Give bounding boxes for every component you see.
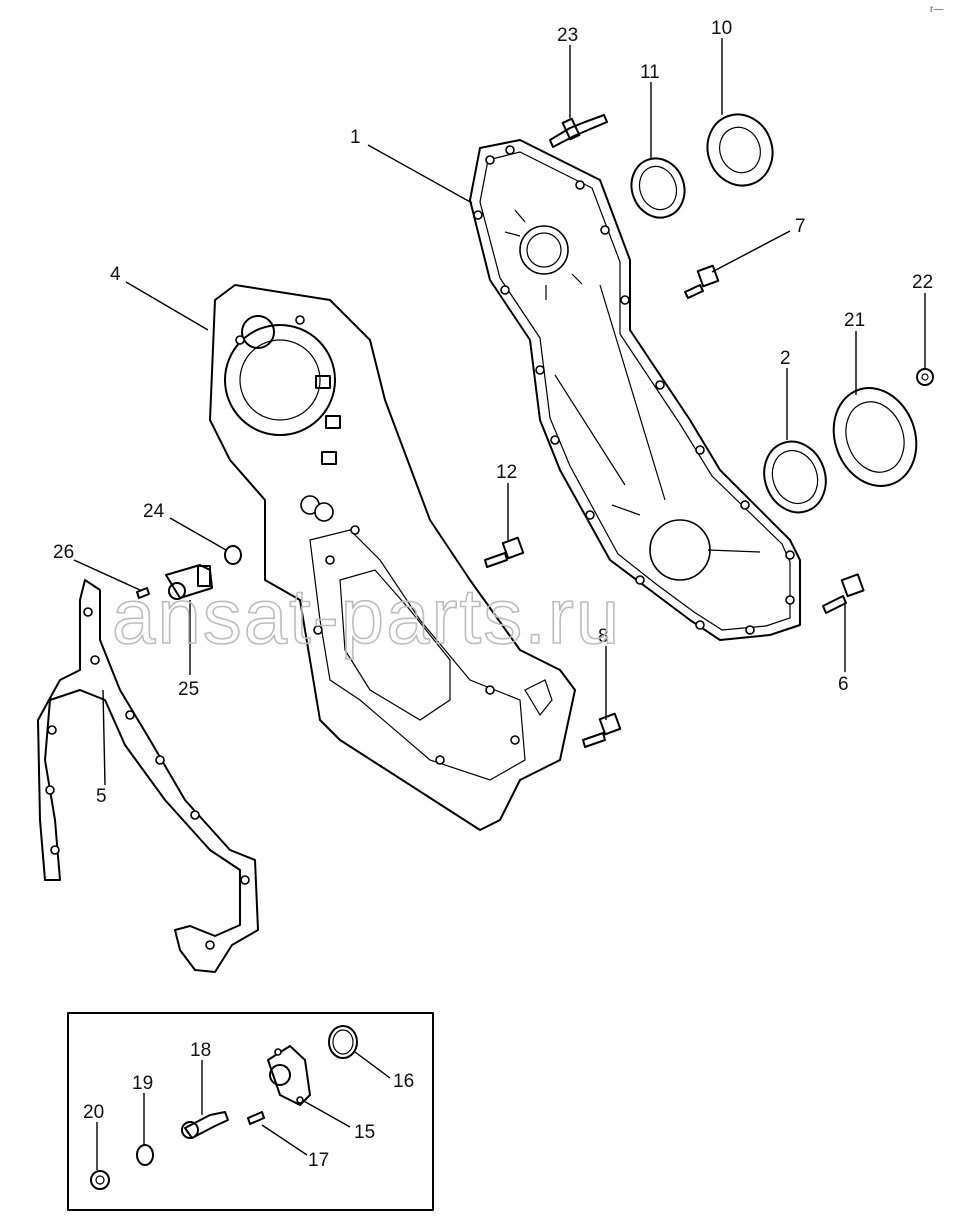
part-10-oil-seal [706, 113, 774, 187]
leader-lines [73, 38, 926, 1170]
part-17-screw [247, 1111, 265, 1125]
part-18-plug [181, 1111, 229, 1139]
callout-2: 2 [780, 348, 791, 369]
watermark: ansat-parts.ru [112, 572, 621, 660]
part-8-bolt [582, 712, 622, 748]
callout-5: 5 [96, 786, 107, 807]
part-5-gasket [37, 579, 259, 973]
part-1-front-cover-gasket [469, 139, 801, 641]
callout-16: 16 [393, 1071, 414, 1092]
part-11-seal-ring [630, 157, 686, 219]
part-19-o-ring [136, 1144, 154, 1166]
part-26-screw [136, 587, 150, 599]
callout-26: 26 [53, 542, 74, 563]
corner-mark: r— [930, 4, 943, 15]
part-6-bolt [822, 573, 865, 614]
callout-22: 22 [912, 272, 933, 293]
callout-15: 15 [354, 1122, 375, 1143]
part-20-lock-washer [90, 1170, 110, 1190]
callout-12: 12 [496, 462, 517, 483]
callout-11: 11 [640, 62, 660, 83]
callout-6: 6 [838, 674, 849, 695]
callout-24: 24 [143, 501, 165, 522]
callout-19: 19 [132, 1073, 153, 1094]
part-4-front-cover-housing [209, 284, 576, 831]
callout-23: 23 [557, 25, 578, 46]
part-15-flange [267, 1045, 311, 1106]
inset-box [67, 1012, 434, 1211]
callout-17: 17 [308, 1150, 329, 1171]
part-22-nut [916, 368, 934, 386]
part-23-stud [549, 114, 608, 148]
callout-8: 8 [598, 626, 609, 647]
callout-1: 1 [350, 127, 361, 148]
callout-10: 10 [711, 18, 732, 39]
callout-7: 7 [795, 216, 806, 237]
part-2-seal [763, 440, 827, 514]
part-24-o-ring [224, 545, 242, 565]
part-16-o-ring [328, 1025, 358, 1059]
callout-18: 18 [190, 1040, 211, 1061]
part-12-bolt [484, 536, 525, 568]
callout-25: 25 [178, 679, 199, 700]
callout-21: 21 [844, 310, 865, 331]
callout-20: 20 [83, 1102, 104, 1123]
part-25-sensor [165, 564, 213, 600]
part-7-bolt [684, 264, 720, 299]
callout-numbers: 1 2 4 5 6 7 8 10 11 12 15 16 17 18 19 20… [53, 18, 933, 1171]
part-21-retainer-plate [832, 387, 918, 487]
callout-4: 4 [110, 264, 121, 285]
